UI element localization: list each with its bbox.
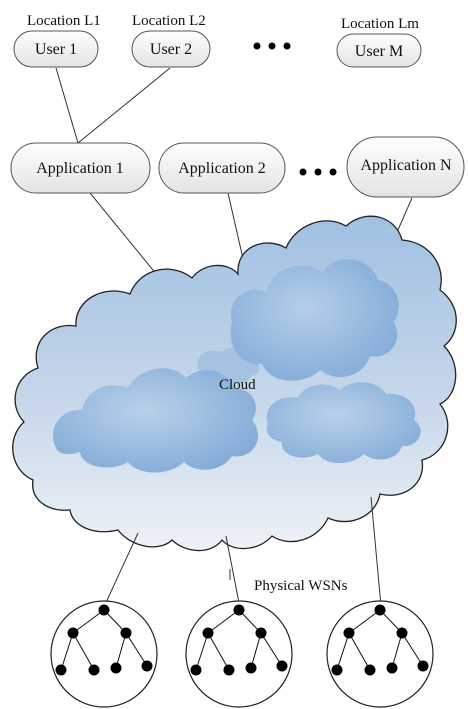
sensor-node	[343, 627, 355, 639]
sensor-node	[276, 660, 288, 672]
cloud-icon	[12, 215, 457, 552]
application-1-node: Application 1	[10, 142, 151, 194]
wsn-edge	[401, 632, 424, 667]
user-1-label: User 1	[35, 41, 77, 58]
link-cloud-wsn2	[225, 535, 241, 609]
wsn-tree-3	[326, 600, 434, 708]
wsn-edge	[260, 632, 283, 667]
wsn-edge	[336, 632, 350, 671]
sensor-node	[245, 662, 257, 674]
application-2-node: Application 2	[158, 142, 286, 194]
wsn-boundary	[50, 600, 158, 708]
sensor-node	[120, 627, 132, 639]
wsn-edge	[348, 632, 371, 671]
wsn-edge	[72, 609, 105, 634]
sensor-node	[141, 660, 153, 672]
sensor-node	[223, 664, 235, 676]
sensor-node	[190, 664, 202, 676]
sink-node	[374, 604, 386, 616]
sensor-node	[88, 664, 100, 676]
sensor-node	[396, 627, 408, 639]
wsn-boundary	[326, 600, 434, 708]
wsn-edge	[72, 632, 95, 671]
wsn-tree-1	[50, 600, 158, 708]
sensor-node	[67, 627, 79, 639]
application-n-label: Application N	[360, 157, 452, 174]
user-m-label: User M	[355, 43, 403, 60]
user-2-label: User 2	[150, 41, 192, 58]
sink-node	[98, 604, 110, 616]
sensor-node	[364, 664, 376, 676]
wsn-tree-2	[185, 600, 293, 708]
link-user1-app1	[55, 67, 79, 144]
link-app2-cloud	[227, 192, 245, 264]
application-1-label: Application 1	[36, 160, 124, 177]
wsn-edge	[207, 632, 230, 671]
sensor-node	[55, 664, 67, 676]
link-cloud-wsn3	[370, 496, 382, 607]
application-n-node: Application N	[346, 136, 465, 198]
sensor-node	[386, 662, 398, 674]
wsn-edge	[250, 632, 262, 669]
link-cloud-wsn1	[102, 532, 139, 610]
sensor-node	[255, 627, 267, 639]
user-1-node: User 1	[13, 30, 99, 68]
sensor-node	[202, 627, 214, 639]
location-l1-label: Location L1	[27, 13, 101, 29]
location-lm-label: Location Lm	[341, 16, 419, 32]
link-user2-app1	[77, 67, 171, 144]
location-l2-label: Location L2	[132, 13, 206, 29]
ellipsis-icon	[299, 168, 337, 176]
wsn-edge	[60, 632, 74, 671]
wsn-edge	[391, 632, 403, 669]
wsn-edge	[207, 609, 240, 634]
physical-wsns-label: Physical WSNs	[254, 578, 348, 594]
wsn-edge	[195, 632, 209, 671]
wsn-edge	[348, 609, 381, 634]
application-2-label: Application 2	[178, 160, 266, 177]
user-m-node: User M	[336, 33, 422, 68]
cloud-label: Cloud	[219, 377, 256, 393]
user-2-node: User 2	[131, 30, 211, 68]
sink-node	[233, 604, 245, 616]
wsn-boundary	[185, 600, 293, 708]
sensor-node	[331, 664, 343, 676]
sensor-node	[110, 662, 122, 674]
wsn-edge	[125, 632, 148, 667]
sensor-node	[417, 660, 429, 672]
ellipsis-icon	[253, 42, 291, 50]
wsn-edge	[115, 632, 127, 669]
